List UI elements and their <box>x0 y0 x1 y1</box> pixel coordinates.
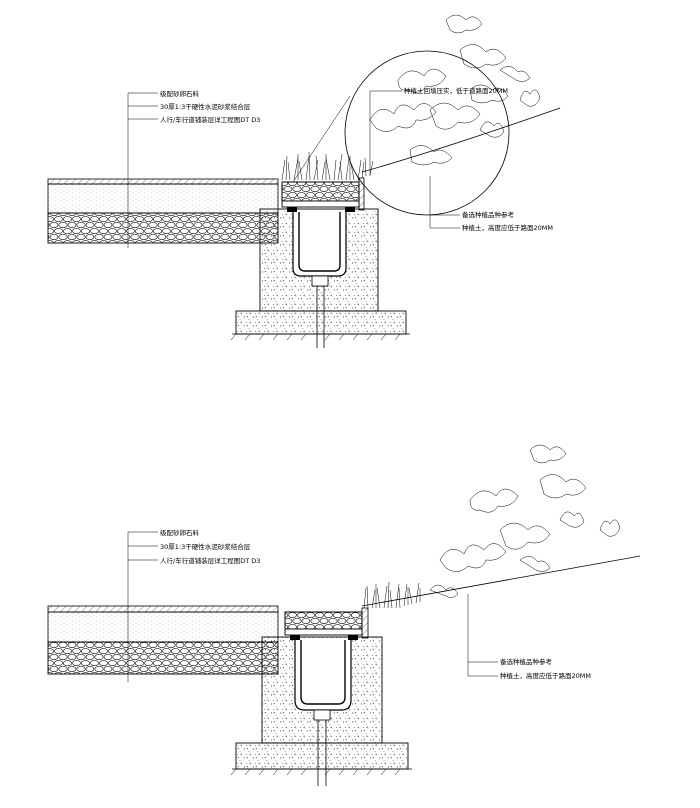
curb-edge-upper <box>358 177 365 211</box>
mortar-bed-upper <box>47 183 279 214</box>
label-plant-ref-lower: 备选种植品种参考 <box>500 657 553 666</box>
pebble-grate-upper <box>281 181 360 202</box>
shrub-upper <box>369 14 541 166</box>
curb-edge-lower <box>361 607 369 639</box>
footing-upper <box>235 310 407 335</box>
detail-callout-circle <box>344 50 510 216</box>
label-paving-lower: 人行/车行道铺装层详工程图DT D3 <box>160 556 260 565</box>
shrub-lower <box>429 444 621 598</box>
paving-surface-lower <box>47 605 279 613</box>
pebble-grate-lower <box>284 611 363 630</box>
label-mortar-lower: 30厚1:3干硬性水泥砂浆结合层 <box>160 542 251 551</box>
label-mortar-upper: 30厚1:3干硬性水泥砂浆结合层 <box>160 102 251 111</box>
label-soil-lower: 种植土，高度应低于路面20MM <box>500 671 591 680</box>
label-gravel-upper: 级配砂卵石料 <box>160 89 200 98</box>
label-gravel-lower: 级配砂卵石料 <box>160 528 200 537</box>
detail-upper: 级配砂卵石料 30厚1:3干硬性水泥砂浆结合层 人行/车行道铺装层详工程图DT … <box>47 14 561 348</box>
gravel-base-lower <box>47 641 279 675</box>
detail-lower: 级配砂卵石料 30厚1:3干硬性水泥砂浆结合层 人行/车行道铺装层详工程图DT … <box>47 444 641 786</box>
label-plant-ref-upper: 备选种植品种参考 <box>462 210 515 219</box>
paving-surface-upper <box>47 178 279 185</box>
label-paving-upper: 人行/车行道铺装层详工程图DT D3 <box>160 115 260 124</box>
gravel-base-upper <box>47 212 279 244</box>
label-soil-fill-upper: 种植土回填压实，低于道路面20MM <box>404 86 508 95</box>
mortar-bed-lower <box>47 611 279 643</box>
footing-lower <box>235 742 409 770</box>
drain-channel-upper <box>292 210 347 277</box>
grass-lower <box>363 581 421 609</box>
drain-channel-lower <box>294 638 352 711</box>
label-soil-upper: 种植土，高度应低于路面20MM <box>462 223 553 232</box>
grass-upper <box>281 151 374 181</box>
